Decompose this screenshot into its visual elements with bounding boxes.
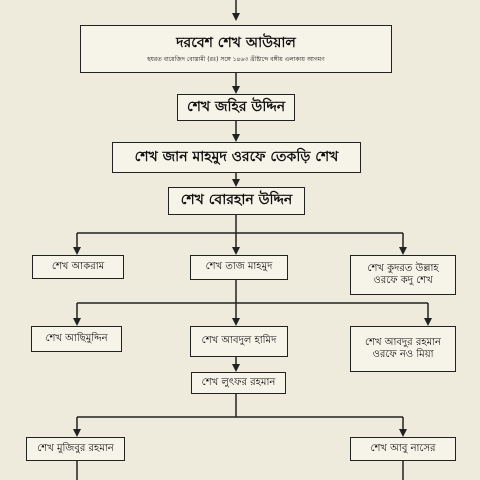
node-sheikh-mujibur-rahman: শেখ মুজিবুর রহমান (26, 437, 125, 461)
node-abdur-rahman-line-2: ওরফে নও মিয়া (372, 349, 434, 360)
node-sheikh-abdur-rahman: শেখ আবদুর রহমান ওরফে নও মিয়া (350, 326, 456, 372)
node-sheikh-jan-mahmud: শেখ জান মাহমুদ ওরফে তেকড়ি শেখ (112, 142, 361, 173)
node-sheikh-zahir-uddin: শেখ জহির উদ্দিন (177, 94, 295, 121)
node-sheikh-lutfar-rahman: শেখ লুৎফর রহমান (191, 372, 286, 394)
node-kudrat-line-2: ওরফে কদু শেখ (373, 275, 433, 286)
node-sheikh-borhan-uddin: শেখ বোরহান উদ্দিন (168, 187, 305, 215)
node-darbesh-sheikh-awal: দরবেশ শেখ আউয়াল হযরত বায়েজিদ বোস্তামী … (80, 25, 392, 73)
node-kudrat-line-1: শেখ কুদরত উল্লাহ (367, 262, 439, 274)
node-darbesh-title: দরবেশ শেখ আউয়াল (176, 34, 296, 51)
node-darbesh-subtitle: হযরত বায়েজিদ বোস্তামী (রঃ) সঙ্গে ১৪৬৩ খ… (147, 56, 325, 63)
node-sheikh-abu-naser: শেখ আবু নাসের (350, 437, 456, 461)
node-sheikh-asimuddin: শেখ আছিমুদ্দিন (31, 326, 122, 352)
node-sheikh-kudrat-ullah: শেখ কুদরত উল্লাহ ওরফে কদু শেখ (350, 255, 456, 295)
node-sheikh-akram: শেখ আকরাম (32, 255, 124, 279)
node-abdur-rahman-line-1: শেখ আবদুর রহমান (364, 336, 442, 348)
node-sheikh-taj-mahmud: শেখ তাজ মাহমুদ (190, 255, 288, 280)
node-sheikh-abdul-hamid: শেখ আবদুল হামিদ (190, 326, 288, 357)
